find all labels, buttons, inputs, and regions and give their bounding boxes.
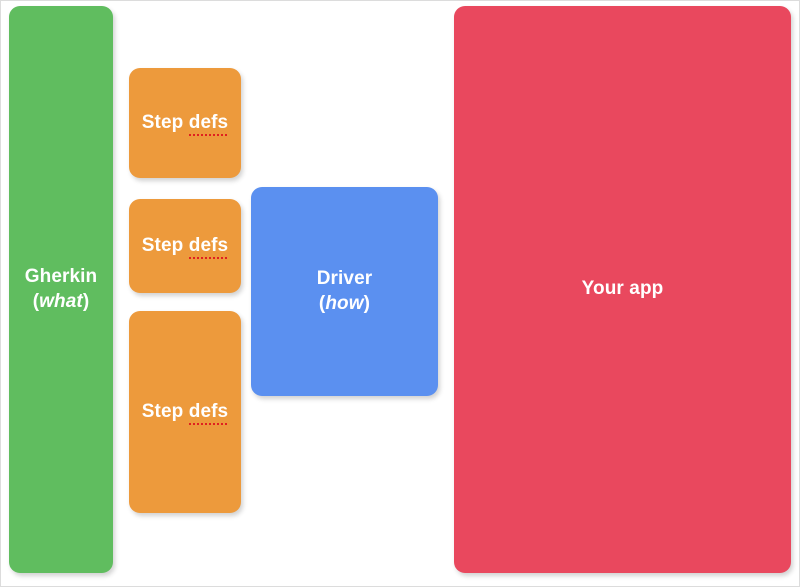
paren-open: ( bbox=[318, 292, 326, 314]
step-defs-prefix: Step bbox=[141, 400, 189, 422]
step-defs-prefix: Step bbox=[141, 234, 189, 256]
step-defs-box-1[interactable]: Step defs bbox=[129, 68, 241, 178]
step-defs-label-2: Step defs bbox=[141, 234, 229, 260]
step-defs-misspelled-word: defs bbox=[188, 400, 229, 426]
gherkin-sublabel-word: what bbox=[39, 290, 83, 312]
step-defs-box-2[interactable]: Step defs bbox=[129, 199, 241, 293]
step-defs-misspelled-word: defs bbox=[188, 111, 229, 137]
step-defs-prefix: Step bbox=[141, 111, 189, 133]
paren-open: ( bbox=[32, 290, 40, 312]
driver-sublabel-word: how bbox=[325, 292, 364, 314]
step-defs-label-3: Step defs bbox=[141, 400, 229, 426]
step-defs-misspelled-word: defs bbox=[188, 234, 229, 260]
driver-sublabel: (how) bbox=[317, 292, 373, 316]
paren-close: ) bbox=[363, 292, 371, 314]
gherkin-box[interactable]: Gherkin (what) bbox=[9, 6, 113, 573]
step-defs-box-3[interactable]: Step defs bbox=[129, 311, 241, 513]
your-app-box[interactable]: Your app bbox=[454, 6, 791, 573]
driver-label: Driver (how) bbox=[317, 267, 373, 316]
gherkin-label: Gherkin (what) bbox=[25, 265, 98, 314]
driver-box[interactable]: Driver (how) bbox=[251, 187, 438, 396]
gherkin-sublabel: (what) bbox=[25, 290, 98, 314]
driver-label-line: Driver bbox=[316, 268, 373, 290]
gherkin-label-line: Gherkin bbox=[24, 266, 98, 288]
step-defs-label-1: Step defs bbox=[141, 111, 229, 137]
paren-close: ) bbox=[82, 290, 90, 312]
your-app-label: Your app bbox=[581, 278, 664, 300]
